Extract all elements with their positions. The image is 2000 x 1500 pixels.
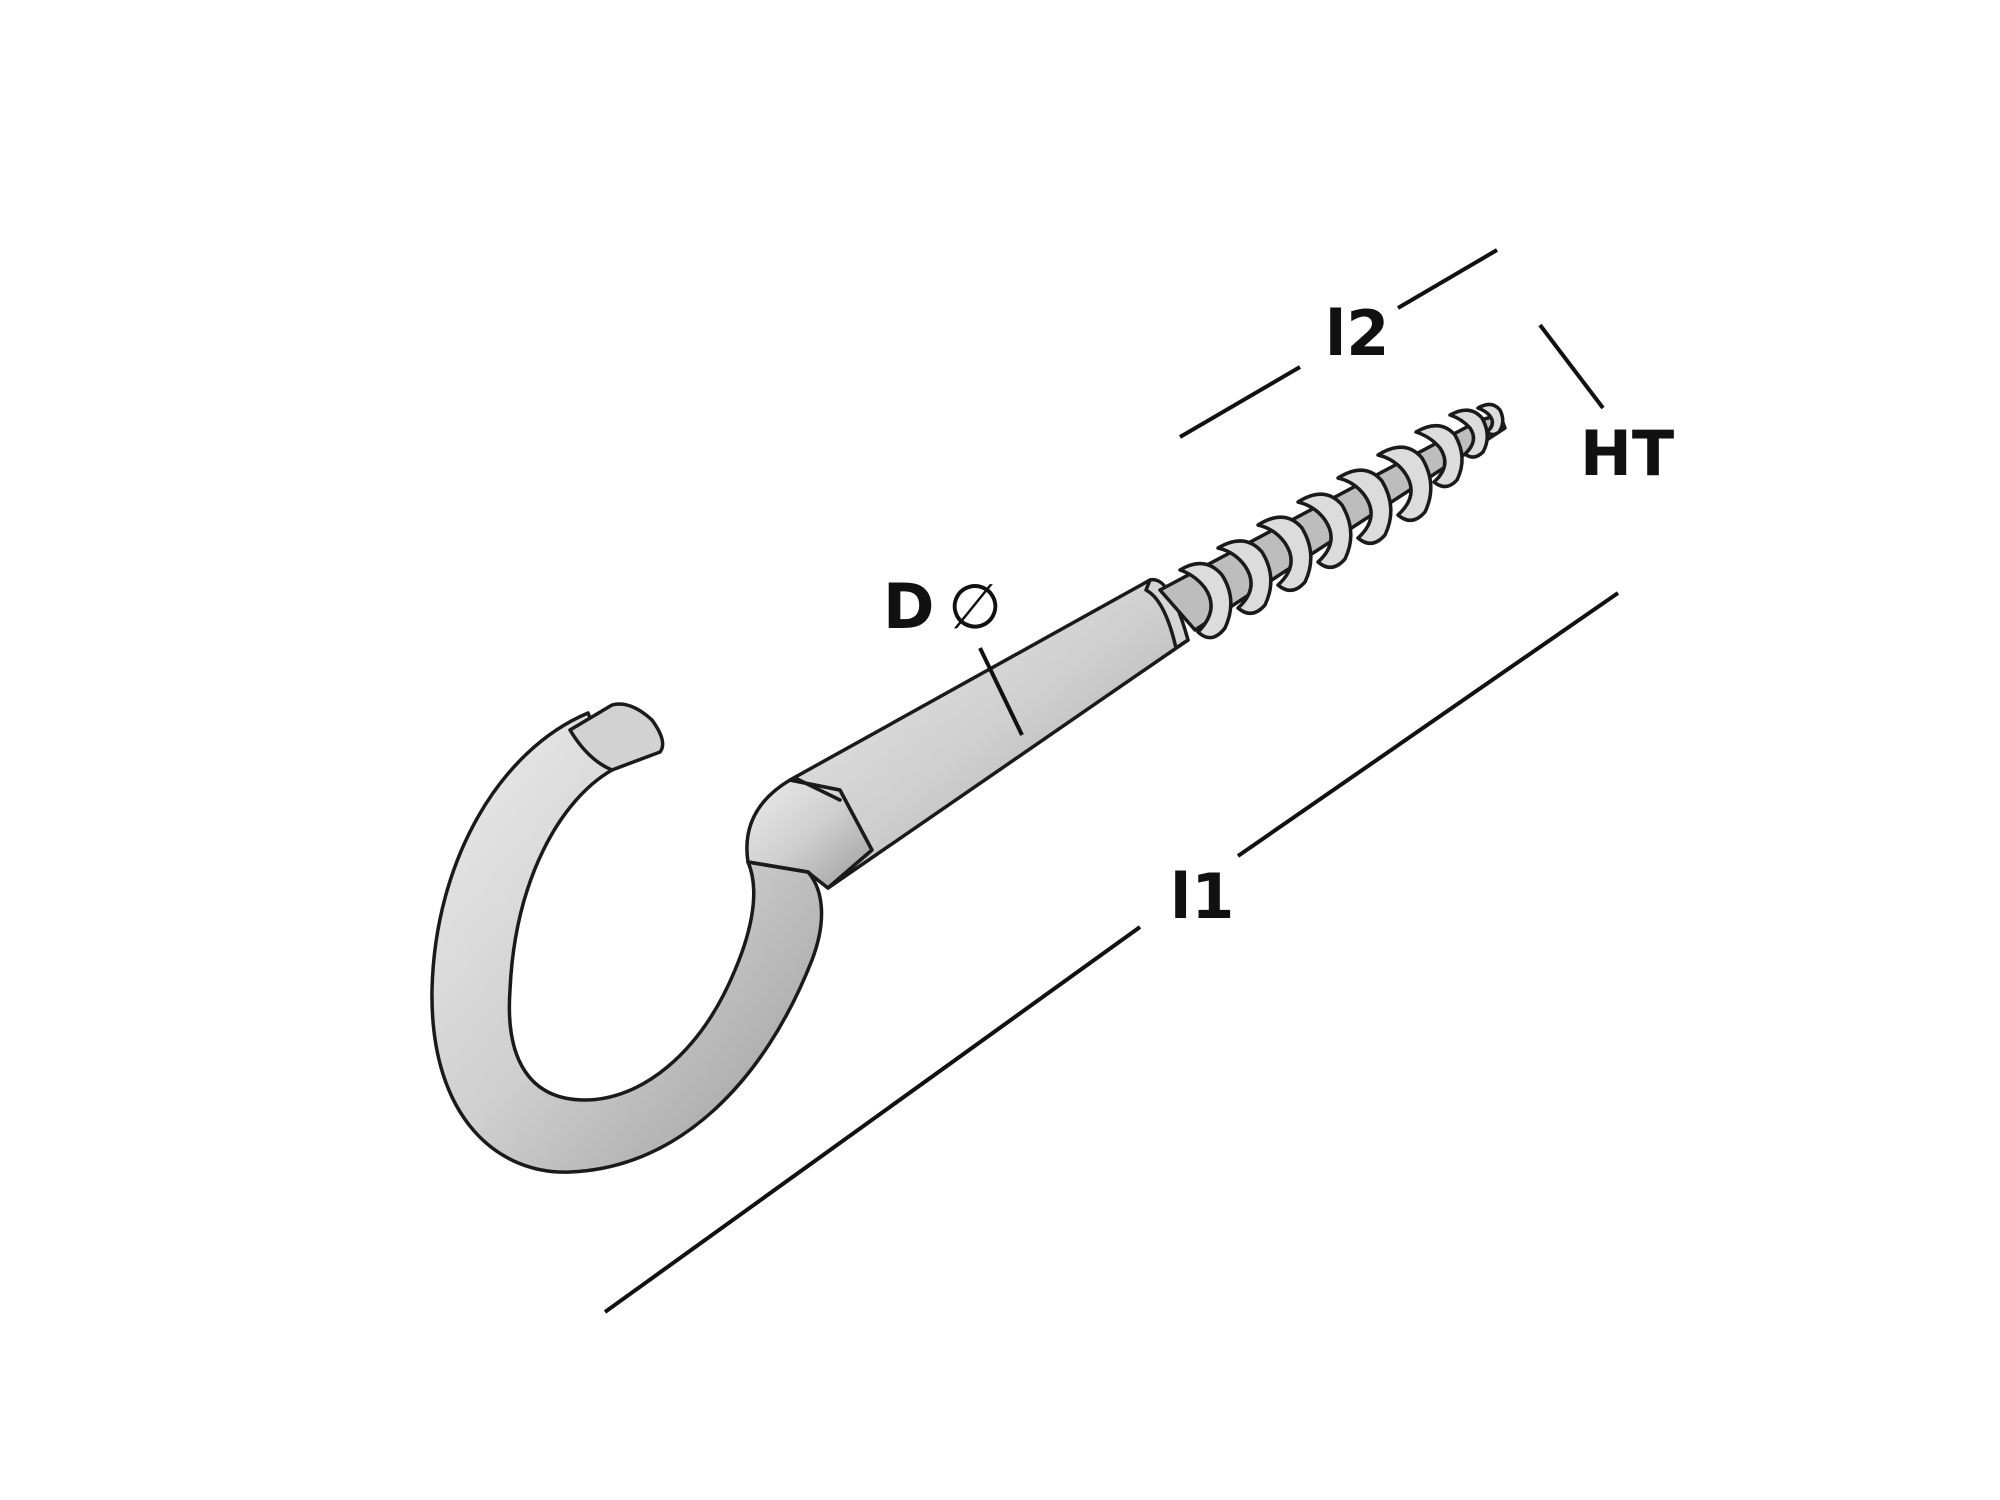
thread-collar <box>1144 577 1190 650</box>
ht-label: HT <box>1580 417 1674 490</box>
ht-leader-line <box>1538 323 1605 410</box>
l2-dimension-line-right <box>1396 248 1499 310</box>
hook-body <box>430 702 874 1174</box>
hook-curve <box>430 711 824 1174</box>
labels: D ∅ l2 HT l1 <box>883 297 1674 933</box>
thread-turns <box>1178 402 1505 640</box>
d-label: D <box>883 570 934 643</box>
l1-dimension-line-upper <box>1236 591 1620 858</box>
dimension-lines <box>603 248 1620 1314</box>
d-diameter-marker <box>978 647 1024 736</box>
hook-tip <box>568 702 665 772</box>
l2-dimension-line-left <box>1178 365 1302 439</box>
l1-dimension-line-lower <box>603 925 1142 1314</box>
shank <box>788 577 1190 890</box>
threaded-section <box>1158 402 1507 640</box>
l1-label: l1 <box>1170 860 1234 933</box>
diameter-symbol: ∅ <box>948 570 1002 643</box>
l2-label: l2 <box>1325 297 1389 370</box>
